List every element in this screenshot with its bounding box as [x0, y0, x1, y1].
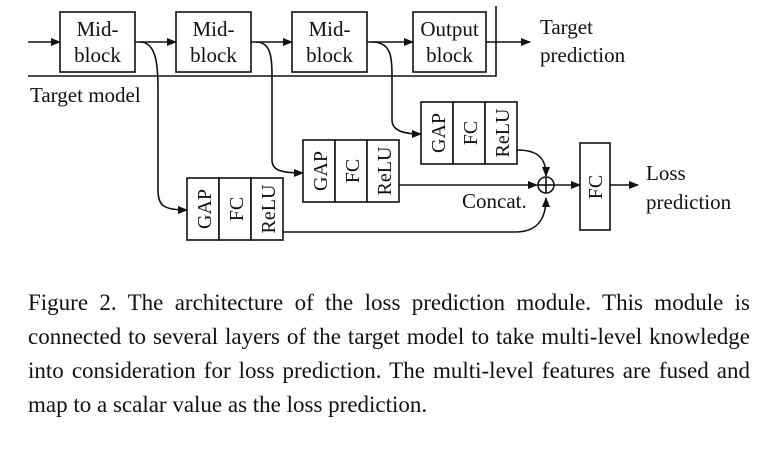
feature-stack-1: GAP FC ReLU — [186, 177, 284, 241]
mid-block-2-line2: block — [190, 43, 237, 67]
output-block-line2: block — [426, 43, 473, 67]
stack-2-relu-label: ReLU — [374, 146, 396, 195]
concat-node — [537, 176, 555, 194]
output-block: Output block — [412, 11, 487, 73]
stack-1-relu-label: ReLU — [258, 184, 280, 233]
mid-block-2-line1: Mid- — [193, 17, 235, 41]
final-fc-label: FC — [585, 175, 607, 199]
stack-1-to-concat — [283, 197, 550, 233]
stack-1-fc-label: FC — [226, 197, 248, 221]
mid-block-3-line1: Mid- — [309, 17, 351, 41]
target-model-label: Target model — [30, 83, 141, 107]
mid-block-1: Mid- block — [59, 11, 136, 73]
stack-2-gap-label: GAP — [310, 151, 332, 191]
stack-1-gap-label: GAP — [194, 189, 216, 229]
target-prediction-line2: prediction — [540, 43, 626, 67]
branch-curve-1 — [139, 41, 188, 214]
stack-3-to-concat — [516, 149, 550, 177]
feature-stack-2: GAP FC ReLU — [302, 139, 400, 203]
stack-2-fc-label: FC — [342, 159, 364, 183]
architecture-diagram: Target model Mid- block Mid- block Mid- … — [28, 6, 732, 241]
mid-block-2: Mid- block — [175, 11, 252, 73]
loss-prediction-line1: Loss — [646, 161, 686, 185]
mid-block-1-line1: Mid- — [77, 17, 119, 41]
concat-label: Concat. — [462, 189, 527, 213]
figure-caption: Figure 2. The architecture of the loss p… — [28, 290, 750, 417]
stack-3-relu-label: ReLU — [492, 108, 514, 157]
stack-3-gap-label: GAP — [428, 113, 450, 153]
mid-block-1-line2: block — [74, 43, 121, 67]
mid-block-3-line2: block — [306, 43, 353, 67]
loss-prediction-line2: prediction — [646, 190, 732, 214]
target-model-boundary — [28, 6, 497, 77]
feature-stack-3: GAP FC ReLU — [420, 101, 518, 165]
branch-curve-3 — [371, 41, 422, 138]
stack-3-fc-label: FC — [460, 121, 482, 145]
branch-curve-2 — [255, 41, 304, 177]
final-fc-block: FC — [579, 142, 611, 231]
target-prediction-line1: Target — [540, 15, 593, 39]
mid-block-3: Mid- block — [291, 11, 368, 73]
output-block-line1: Output — [420, 17, 479, 41]
